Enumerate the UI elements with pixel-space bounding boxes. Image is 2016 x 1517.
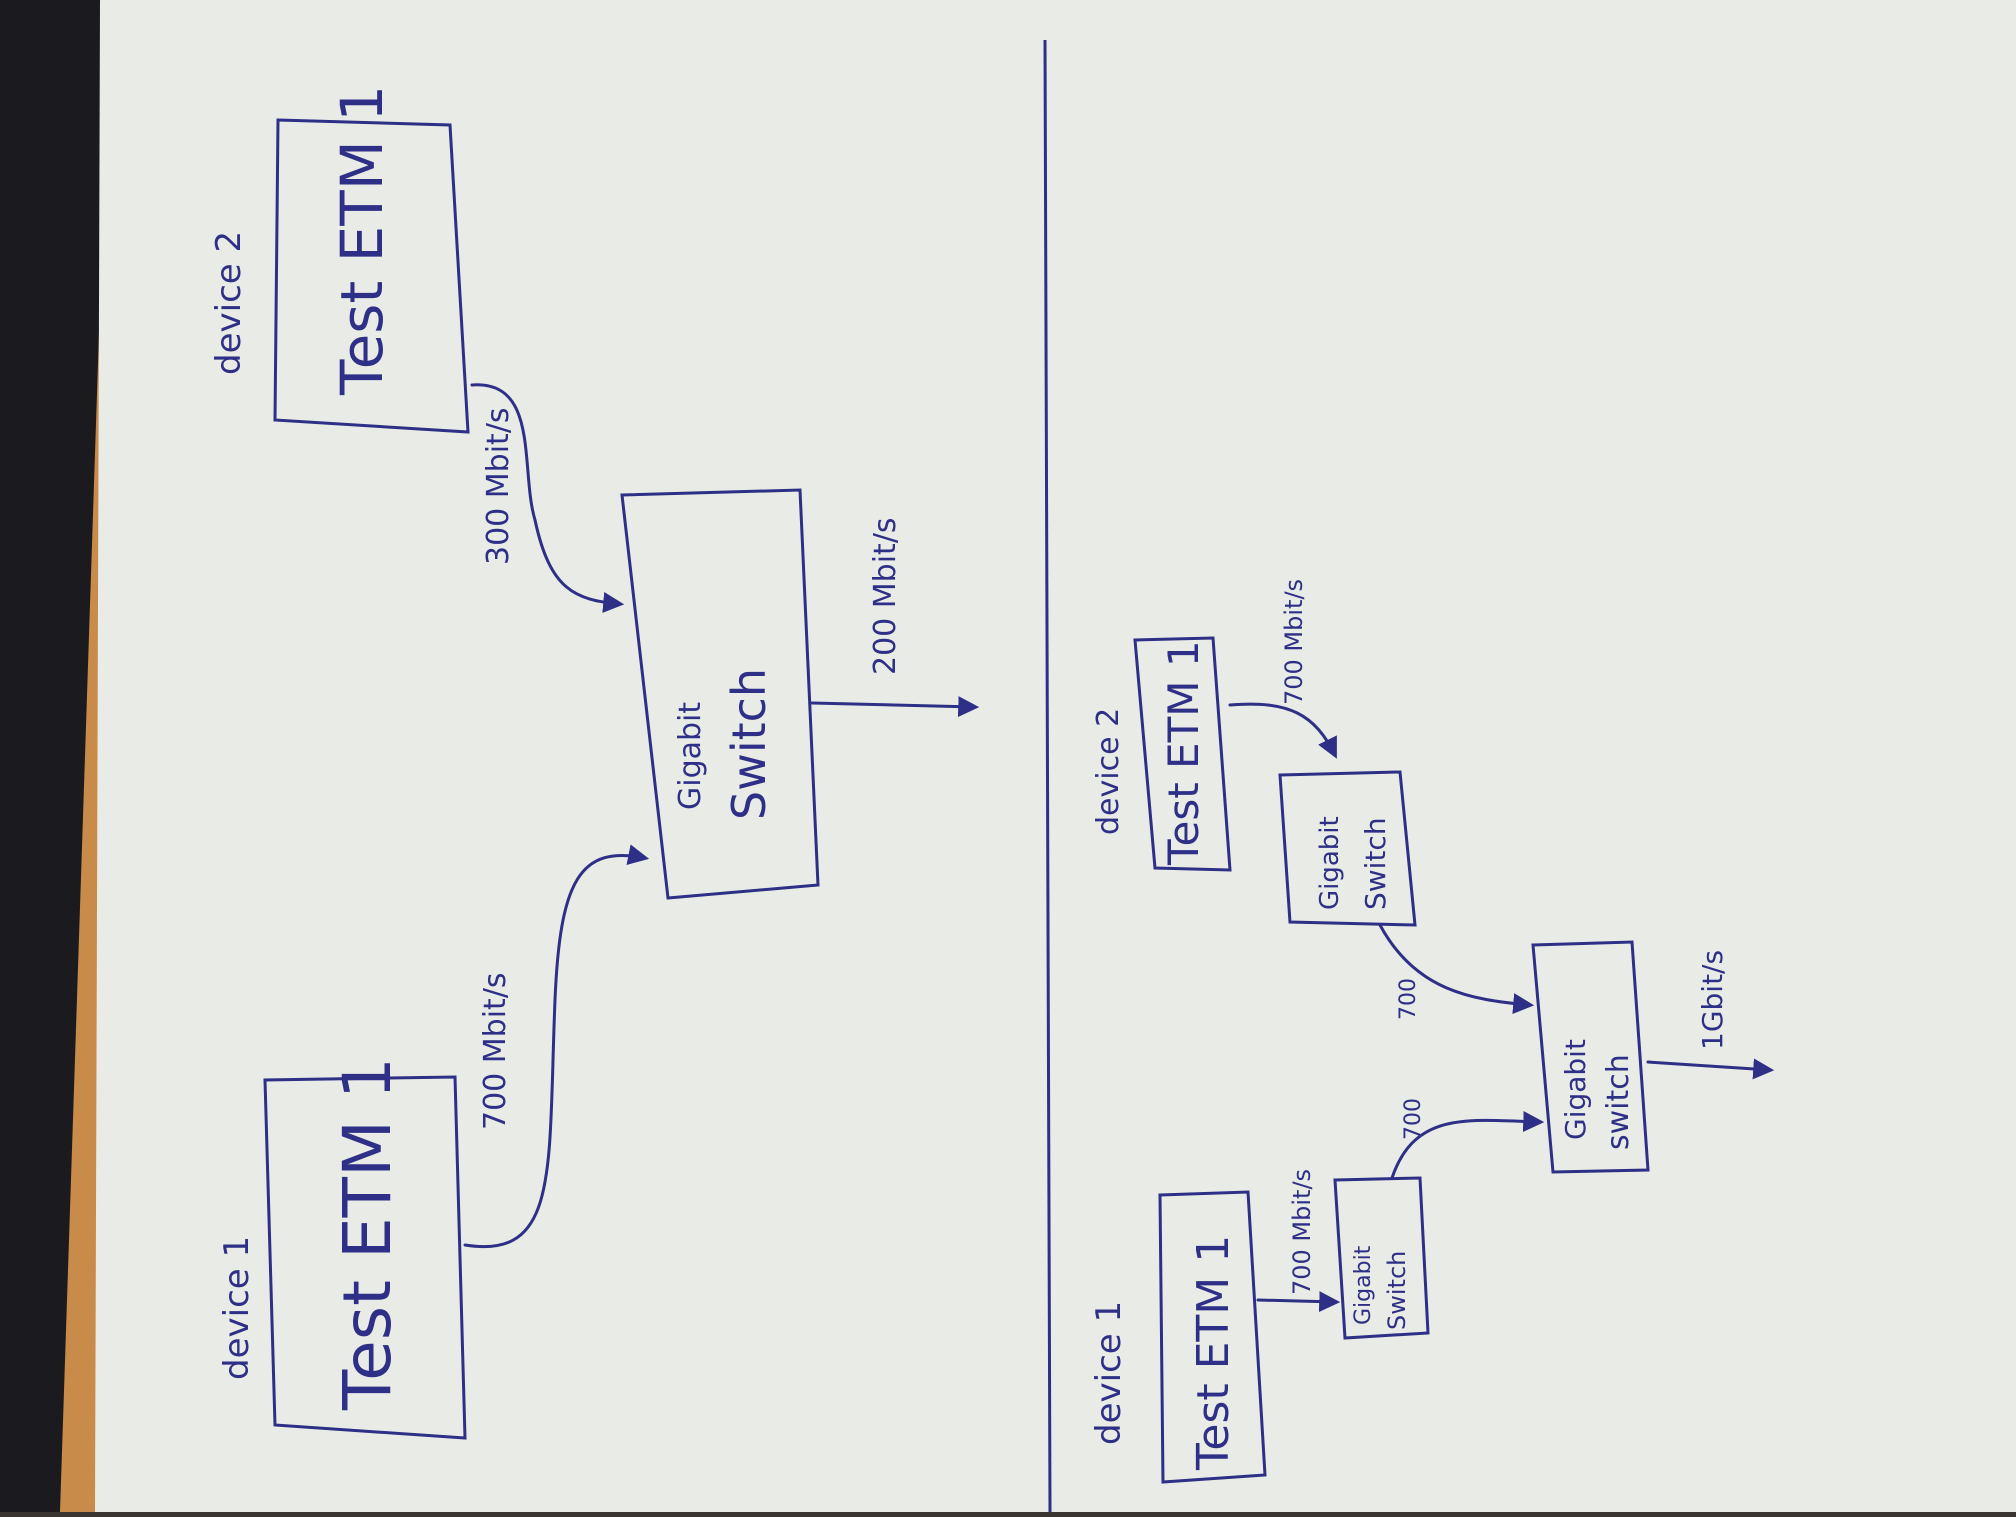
top-switch-box: [620, 488, 820, 900]
bottom-text-group: device 1 Test ETM 1 700 Mbit/s device 2 …: [1089, 579, 1729, 1471]
bottom-device2-box-text: Test ETM 1: [1159, 640, 1208, 866]
bottom-switch-b-box: [1278, 770, 1417, 927]
bottom-output-speed: 1Gbit/s: [1696, 950, 1729, 1050]
top-device2-label: device 2: [209, 231, 249, 375]
divider-line: [1043, 39, 1052, 1513]
top-output-speed: 200 Mbit/s: [868, 517, 903, 675]
bottom-switch-b-line1: Gigabit: [1315, 816, 1345, 910]
bottom-device1-label: device 1: [1089, 1301, 1129, 1445]
bottom-device1-box: [1158, 1190, 1267, 1484]
top-text-group: device 1 Test ETM 1 700 Mbit/s device 2 …: [209, 85, 903, 1411]
top-device1-label: device 1: [217, 1236, 257, 1380]
top-link-device1: [463, 844, 650, 1248]
bottom-link-device1: [1256, 1291, 1341, 1313]
bottom-switch-main-line2: switch: [1601, 1054, 1636, 1150]
bottom-switch-b-line2: Switch: [1359, 817, 1392, 910]
top-device1-box: [263, 1075, 467, 1440]
bottom-device2-box: [1133, 636, 1232, 872]
dark-edge: [0, 0, 110, 1512]
bottom-link-b-speed: 700: [1396, 978, 1421, 1020]
top-link-device2: [470, 383, 625, 613]
bottom-device2-speed: 700 Mbit/s: [1280, 579, 1308, 705]
top-device1-box-text: Test ETM 1: [329, 1057, 406, 1411]
top-device2-box-text: Test ETM 1: [328, 85, 396, 396]
bottom-link-a-speed: 700: [1401, 1098, 1426, 1140]
bottom-device1-speed: 700 Mbit/s: [1288, 1169, 1316, 1295]
bottom-switch-a-line2: Switch: [1383, 1251, 1411, 1330]
bottom-device1-box-text: Test ETM 1: [1188, 1235, 1239, 1471]
bottom-link-switch-b: [1378, 923, 1535, 1015]
bottom-link-output: [1646, 1058, 1775, 1080]
bottom-device2-label: device 2: [1091, 708, 1126, 835]
top-device2-speed: 300 Mbit/s: [481, 407, 516, 565]
bottom-switch-main-box: [1531, 940, 1650, 1174]
bottom-link-switch-a: [1390, 1111, 1545, 1180]
bottom-switch-main-line1: Gigabit: [1559, 1039, 1592, 1140]
top-device2-box: [273, 118, 470, 434]
top-switch-line1: Gigabit: [673, 702, 708, 810]
bottom-link-device2: [1228, 702, 1337, 759]
ink-group: [263, 118, 1775, 1484]
top-device1-speed: 700 Mbit/s: [478, 972, 513, 1130]
top-link-output: [810, 696, 980, 718]
paper-sheet: [95, 0, 2016, 1512]
bottom-switch-a-line1: Gigabit: [1351, 1245, 1376, 1325]
top-switch-line2: Switch: [722, 668, 776, 820]
